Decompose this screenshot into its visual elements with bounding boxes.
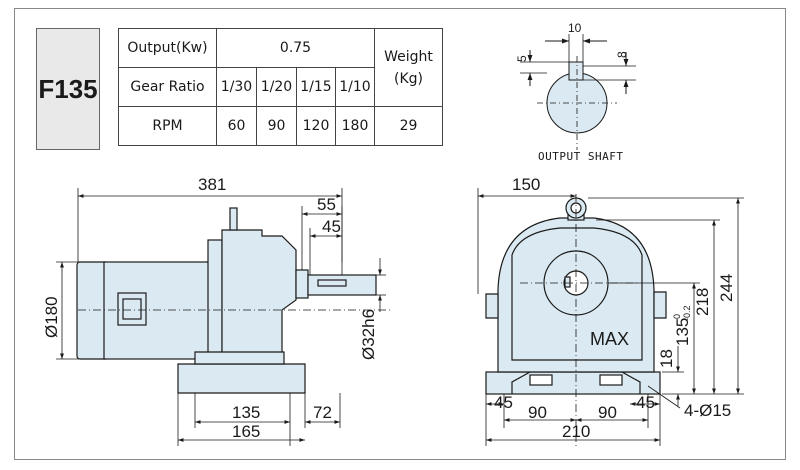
- model-label: F135: [36, 28, 100, 150]
- dim-holes: 4-Ø15: [684, 401, 731, 420]
- shaft-keyway: [317, 279, 347, 287]
- base-foot: [177, 363, 306, 394]
- dim-90-left: 90: [528, 403, 547, 422]
- spec-table: Output(Kw) 0.75 Weight (Kg) Gear Ratio 1…: [118, 28, 443, 146]
- terminal-box: [117, 292, 147, 326]
- dim-45-right: 45: [636, 393, 655, 412]
- drawing-frame: [14, 8, 786, 460]
- shaft-key: [568, 61, 584, 81]
- dim-shaft-dia: Ø32h6: [359, 309, 378, 360]
- dim-base-135: 135: [232, 403, 260, 422]
- dim-135-tol-lower: -0.2: [682, 305, 692, 321]
- rpm-2: 90: [256, 106, 297, 146]
- dim-overall-length: 381: [198, 175, 226, 194]
- output-label: Output(Kw): [118, 28, 217, 68]
- shaft-collar: [295, 269, 309, 299]
- dim-18: 18: [657, 349, 676, 368]
- side-view: [76, 207, 377, 394]
- rpm-4: 180: [335, 106, 375, 146]
- dim-shaft-width: 10: [568, 21, 582, 35]
- dim-135-tol-upper: 0: [672, 314, 682, 319]
- gear-ratio-1: 1/30: [216, 67, 257, 107]
- dim-motor-dia: Ø180: [42, 296, 61, 338]
- rpm-label: RPM: [118, 106, 217, 146]
- dim-135: 135: [673, 318, 692, 346]
- weight-label-line1: Weight: [384, 48, 433, 65]
- dim-150: 150: [512, 175, 540, 194]
- dim-base-165: 165: [232, 422, 260, 441]
- gear-ratio-4: 1/10: [335, 67, 375, 107]
- dim-90-right: 90: [598, 403, 617, 422]
- dim-shaft-55: 55: [317, 195, 336, 214]
- label-max: MAX: [590, 329, 629, 349]
- left-lug: [485, 293, 499, 319]
- dim-base-72: 72: [313, 403, 332, 422]
- weight-label-line2: (Kg): [394, 70, 423, 87]
- dim-210: 210: [562, 422, 590, 441]
- output-shaft-caption: OUTPUT SHAFT: [538, 150, 624, 163]
- base-rib: [194, 351, 285, 365]
- output-value: 0.75: [216, 28, 375, 68]
- weight-value: 29: [374, 106, 443, 146]
- weight-label: Weight (Kg): [374, 28, 443, 107]
- terminal-box-inner: [122, 298, 142, 320]
- output-shaft-detail: [520, 34, 636, 150]
- front-view: [485, 197, 667, 395]
- dim-218: 218: [693, 288, 712, 316]
- dim-shaft-45: 45: [322, 217, 341, 236]
- dim-244: 244: [717, 274, 736, 302]
- right-lug: [653, 291, 667, 319]
- dim-45-left: 45: [494, 393, 513, 412]
- dim-shaft-depth: 5: [515, 55, 529, 62]
- dim-shaft-height: 8: [615, 51, 629, 58]
- lifting-eye: [229, 207, 238, 231]
